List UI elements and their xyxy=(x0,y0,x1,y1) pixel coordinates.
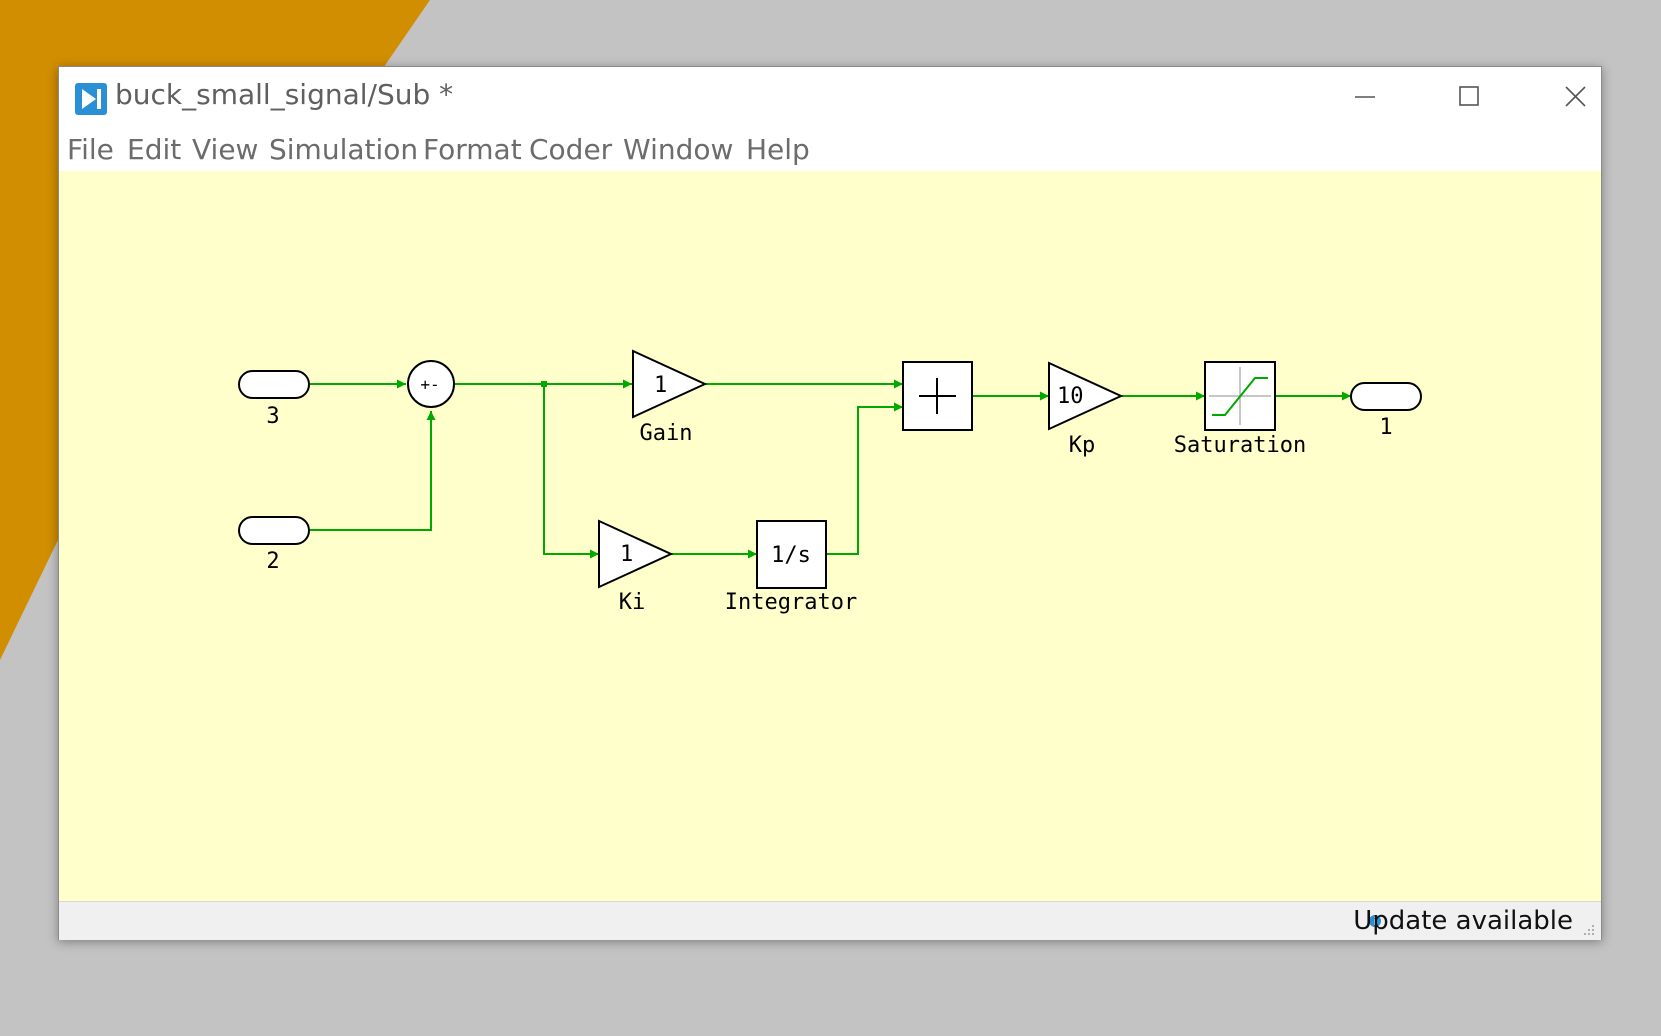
ki-label: Ki xyxy=(619,590,646,615)
signal-line[interactable] xyxy=(543,384,599,559)
menu-view[interactable]: View xyxy=(192,133,259,166)
outport-label-1: 1 xyxy=(1379,415,1392,440)
simulink-window: buck_small_signal/Sub * File Edit View S… xyxy=(58,66,1602,940)
saturation-curve-icon xyxy=(1212,377,1268,416)
kp-gain-block[interactable]: 10 Kp xyxy=(1048,361,1124,458)
signal-line[interactable] xyxy=(826,402,903,555)
block-diagram: 3 2 +- 1 Gain 1 Ki xyxy=(238,349,1422,615)
model-canvas[interactable]: 3 2 +- 1 Gain 1 Ki xyxy=(59,171,1601,901)
sum-signs: +- xyxy=(420,375,439,394)
ki-value: 1 xyxy=(620,542,633,567)
menu-bar: File Edit View Simulation Format Coder W… xyxy=(59,127,1601,171)
menu-coder[interactable]: Coder xyxy=(529,133,613,166)
integrator-label: Integrator xyxy=(725,590,857,615)
inport-label-3: 3 xyxy=(266,404,279,429)
simulation-play-icon xyxy=(75,83,107,115)
gain-label: Gain xyxy=(640,421,693,446)
minimize-icon xyxy=(1355,96,1375,98)
signal-line[interactable] xyxy=(309,411,436,531)
maximize-icon xyxy=(1459,86,1479,106)
menu-help[interactable]: Help xyxy=(746,133,810,166)
menu-file[interactable]: File xyxy=(67,133,114,166)
close-icon xyxy=(1565,86,1586,107)
add-block[interactable] xyxy=(902,361,973,431)
saturation-block[interactable]: Saturation xyxy=(1174,361,1306,458)
outport-block-1[interactable]: 1 xyxy=(1350,382,1422,440)
ki-gain-block[interactable]: 1 Ki xyxy=(598,519,674,615)
menu-simulation[interactable]: Simulation xyxy=(269,133,419,166)
window-title: buck_small_signal/Sub * xyxy=(115,78,454,111)
menu-edit[interactable]: Edit xyxy=(127,133,182,166)
info-icon[interactable] xyxy=(1367,910,1383,932)
menu-format[interactable]: Format xyxy=(423,133,522,166)
integrator-value: 1/s xyxy=(771,543,811,568)
saturation-label: Saturation xyxy=(1174,433,1306,458)
maximize-button[interactable] xyxy=(1439,75,1499,119)
title-bar[interactable]: buck_small_signal/Sub * xyxy=(59,67,1601,127)
inport-label-2: 2 xyxy=(266,549,279,574)
gain-value: 1 xyxy=(654,373,667,398)
branch-point xyxy=(541,381,547,387)
kp-value: 10 xyxy=(1057,384,1084,409)
status-bar: Update available xyxy=(59,901,1601,940)
gain-block[interactable]: 1 Gain xyxy=(632,349,708,446)
integrator-block[interactable]: 1/s Integrator xyxy=(725,520,857,615)
sum-block[interactable]: +- xyxy=(407,360,455,408)
update-available-link[interactable]: Update available xyxy=(1353,906,1573,936)
inport-block-3[interactable]: 3 xyxy=(238,370,310,429)
close-button[interactable] xyxy=(1545,75,1605,119)
kp-label: Kp xyxy=(1069,433,1096,458)
menu-window[interactable]: Window xyxy=(623,133,734,166)
inport-block-2[interactable]: 2 xyxy=(238,516,310,574)
minimize-button[interactable] xyxy=(1335,75,1395,119)
resize-grip-icon[interactable] xyxy=(1583,924,1595,936)
